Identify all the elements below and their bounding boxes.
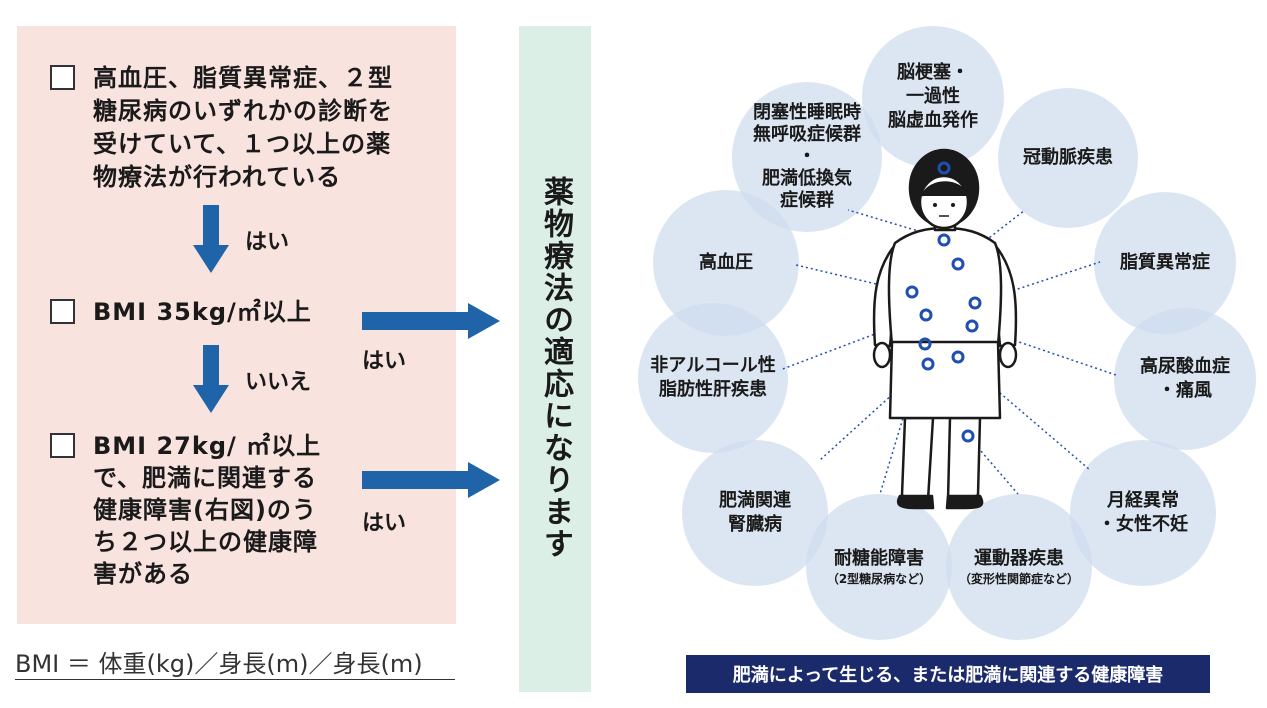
bmi-formula: BMI ＝ 体重(kg)／身長(m)／身長(m) [15,650,423,678]
criterion-2: BMI 35kg/㎡以上 [50,296,312,329]
condition-nafld-label: 非アルコール性 脂肪性肝疾患 [650,355,776,400]
condition-locomotor-label: 運動器疾患 [973,548,1064,569]
condition-dyslipidemia-label: 脂質異常症 [1120,252,1210,273]
condition-gout-label: 高尿酸血症 ・痛風 [1140,356,1230,401]
right-arrow-2 [362,462,500,498]
condition-nafld: 非アルコール性 脂肪性肝疾患 [638,303,788,453]
criterion-2-text: BMI 35kg/㎡以上 [93,298,312,326]
down-arrow-1 [193,205,229,273]
criterion-1: 高血圧、脂質異常症、２型 糖尿病のいずれかの診断を 受けていて、１つ以上の薬 物… [50,62,393,194]
right-arrow-1 [362,303,500,339]
condition-glucose: 耐糖能障害 （2型糖尿病など） [806,494,952,640]
result-text: 薬物療法の適応になります [538,176,573,560]
condition-coronary: 冠動脈疾患 [998,88,1138,228]
arrow-label-no: いいえ [245,370,312,395]
criterion-3-text: BMI 27kg/ ㎡以上 で、肥満に関連する 健康障害(右図)のう ち２つ以上… [93,432,322,588]
condition-coronary-label: 冠動脈疾患 [1023,147,1113,168]
condition-glucose-label: 耐糖能障害 [833,548,924,569]
condition-gout: 高尿酸血症 ・痛風 [1114,308,1256,450]
condition-locomotor: 運動器疾患 （変形性関節症など） [946,494,1092,640]
condition-sleep-apnea-label: 閉塞性睡眠時 無呼吸症候群 ・ 肥満低換気 症候群 [753,102,861,211]
checkbox-3[interactable] [50,433,75,458]
criterion-1-text: 高血圧、脂質異常症、２型 糖尿病のいずれかの診断を 受けていて、１つ以上の薬 物… [93,64,393,191]
condition-stroke: 脳梗塞・ 一過性 脳虚血発作 [862,26,1004,168]
formula-underline [15,679,455,680]
diagram-caption: 肥満によって生じる、または肥満に関連する健康障害 [686,655,1210,693]
condition-glucose-sub: （2型糖尿病など） [826,572,932,586]
condition-menstrual-label: 月経異常 ・女性不妊 [1098,490,1188,535]
condition-locomotor-sub: （変形性関節症など） [958,572,1079,586]
condition-stroke-label: 脳梗塞・ 一過性 脳虚血発作 [888,62,978,131]
condition-hypertension-label: 高血圧 [699,252,753,273]
checkbox-1[interactable] [50,65,75,90]
condition-kidney: 肥満関連 腎臓病 [682,440,828,586]
criterion-3: BMI 27kg/ ㎡以上 で、肥満に関連する 健康障害(右図)のう ち２つ以上… [50,430,321,590]
checkbox-2[interactable] [50,299,75,324]
condition-kidney-label: 肥満関連 腎臓病 [719,490,791,535]
condition-menstrual: 月経異常 ・女性不妊 [1070,440,1216,586]
down-arrow-2 [193,345,229,413]
right-arrow-label-1: はい [362,349,407,374]
arrow-label-yes: はい [245,230,290,255]
right-arrow-label-2: はい [362,511,407,536]
result-bar: 薬物療法の適応になります [519,26,591,692]
